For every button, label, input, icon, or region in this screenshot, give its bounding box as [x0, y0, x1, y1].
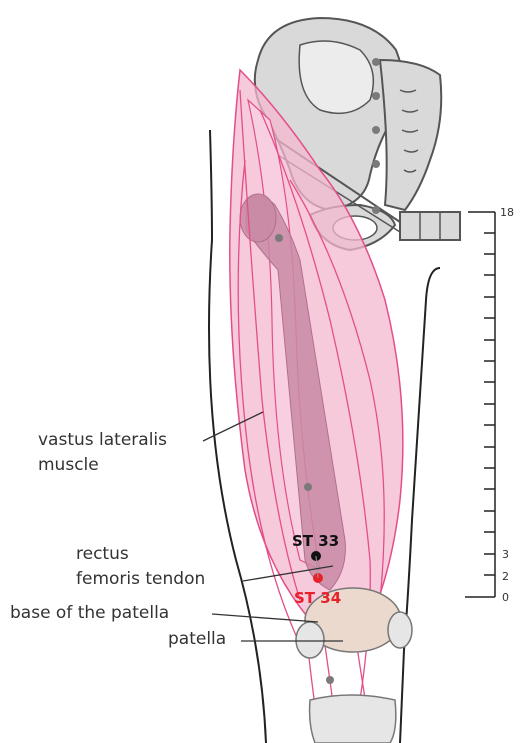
vastus-lateralis-label-line1: vastus lateralis [38, 430, 167, 450]
base-of-patella-leader [212, 614, 318, 622]
leg-outline-right [400, 268, 440, 743]
st33-label: ST 33 [292, 532, 339, 550]
ruler-tick-label-3: 3 [502, 548, 509, 561]
vastus-lateralis-label-line2: muscle [38, 455, 99, 475]
base-of-patella-label: base of the patella [10, 603, 169, 623]
sacrum-bone [380, 60, 441, 210]
rectus-label-line2: femoris tendon [76, 569, 205, 589]
rectus-label-line1: rectus [76, 544, 129, 564]
ruler-tick-label-0: 0 [502, 591, 509, 604]
ruler-tick-label-2: 2 [502, 570, 509, 583]
st34-label: ST 34 [294, 589, 341, 607]
ruler-tick-label-18: 18 [500, 206, 514, 219]
pubic-block [400, 212, 460, 240]
knee-region [296, 588, 412, 743]
proportion-ruler [465, 212, 495, 597]
patella-label: patella [168, 629, 226, 649]
